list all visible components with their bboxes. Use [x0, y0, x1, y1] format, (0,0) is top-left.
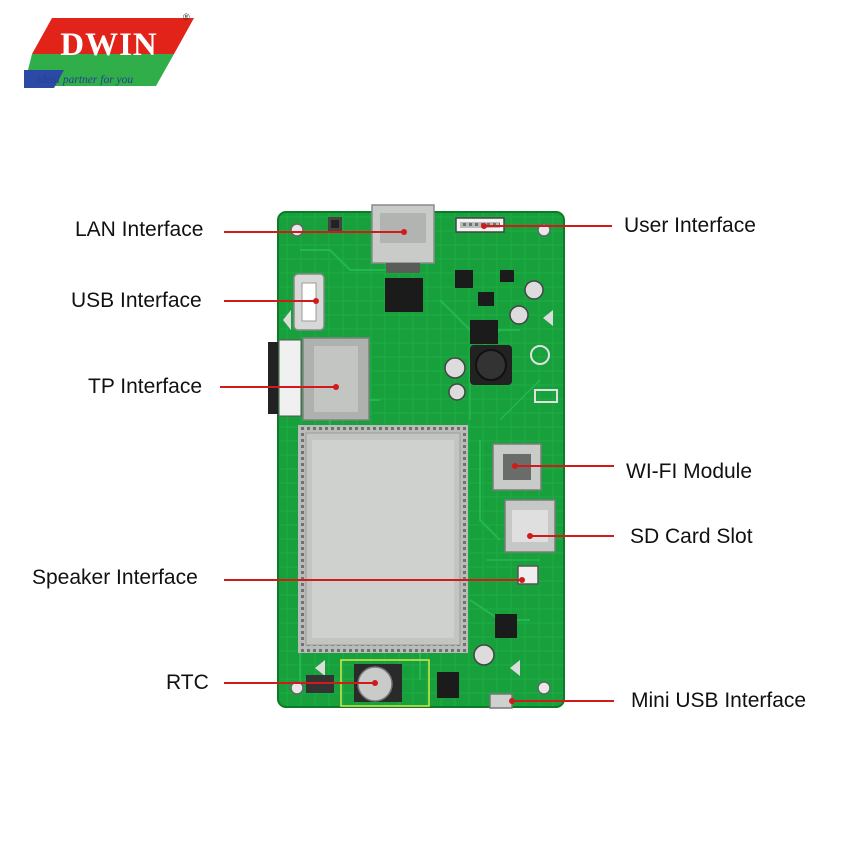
callout-wifi-module: WI-FI Module — [626, 460, 753, 483]
logo-registered-mark: ® — [183, 12, 190, 22]
logo-red-band — [32, 18, 194, 54]
leader-lines — [220, 225, 614, 702]
callout-lan-interface: LAN Interface — [75, 218, 204, 241]
logo-wordmark: DWIN — [60, 27, 158, 63]
logo-green-band — [24, 54, 174, 86]
logo-blue-band — [24, 70, 64, 88]
leader-endpoints — [313, 223, 533, 704]
inductor — [470, 345, 512, 385]
callout-rtc: RTC — [166, 671, 209, 694]
mini-usb-connector — [489, 693, 513, 709]
callout-speaker-interface: Speaker Interface — [32, 566, 198, 589]
callout-sd-card-slot: SD Card Slot — [630, 525, 753, 548]
lan-connector — [371, 204, 435, 273]
logo-tagline: ideal partner for you — [37, 74, 134, 86]
sd-card-slot — [504, 499, 556, 553]
callout-mini-usb-interface: Mini USB Interface — [631, 689, 807, 712]
tp-connector — [268, 337, 370, 421]
dwin-logo — [24, 14, 199, 100]
callout-tp-interface: TP Interface — [88, 375, 203, 398]
certification-marks — [530, 345, 558, 403]
callout-usb-interface: USB Interface — [71, 289, 202, 312]
callout-user-interface: User Interface — [624, 214, 756, 237]
display-area — [298, 425, 468, 653]
ics — [385, 270, 517, 698]
reset-button — [328, 217, 342, 231]
logo-shape — [24, 18, 194, 88]
capacitors — [444, 280, 544, 666]
ic-main — [385, 278, 423, 312]
